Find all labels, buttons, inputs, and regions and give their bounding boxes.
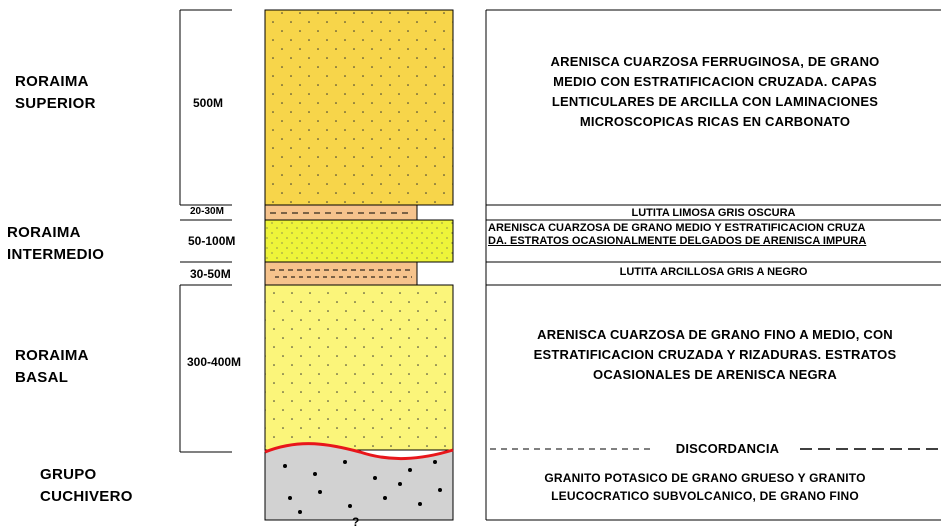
- group-basal-line2: BASAL: [15, 369, 69, 386]
- scale-bracket: [179, 9, 232, 453]
- description-intermedio: ARENISCA CUARZOSA DE GRANO MEDIO Y ESTRA…: [488, 222, 941, 248]
- desc-granito-line2: LEUCOCRATICO SUBVOLCANICO, DE GRANO FINO: [551, 489, 859, 503]
- group-label-cuchivero: GRUPO CUCHIVERO: [40, 464, 133, 508]
- desc-superior-line1: ARENISCA CUARZOSA FERRUGINOSA, DE GRANO: [550, 54, 880, 69]
- group-superior-line1: RORAIMA: [15, 73, 89, 90]
- layer-basal: [264, 284, 454, 451]
- base-question-mark: ?: [352, 515, 360, 529]
- desc-intermedio-line1: ARENISCA CUARZOSA DE GRANO MEDIO Y ESTRA…: [488, 222, 866, 234]
- description-lutita-arcillosa: LUTITA ARCILLOSA GRIS A NEGRO: [619, 266, 808, 278]
- desc-granito-line1: GRANITO POTASICO DE GRANO GRUESO Y GRANI…: [544, 471, 866, 485]
- thickness-superior: 500M: [193, 96, 224, 110]
- group-label-superior: RORAIMA SUPERIOR: [15, 71, 96, 115]
- desc-basal-line1: ARENISCA CUARZOSA DE GRANO FINO A MEDIO,…: [537, 327, 893, 342]
- group-label-basal: RORAIMA BASAL: [15, 345, 89, 389]
- description-box: [485, 9, 941, 521]
- thickness-basal: 300-400M: [187, 355, 242, 369]
- group-intermedio-line2: INTERMEDIO: [7, 246, 105, 263]
- granite-dots: [283, 460, 442, 514]
- group-cuchivero-line2: CUCHIVERO: [40, 488, 133, 505]
- group-cuchivero-line1: GRUPO: [40, 466, 97, 483]
- layer-lutita-arcillosa: [264, 261, 418, 286]
- thickness-lutita-limosa: 20-30M: [190, 206, 224, 217]
- desc-basal-line3: OCASIONALES DE ARENISCA NEGRA: [593, 367, 837, 382]
- discordance-line: [264, 442, 454, 460]
- desc-superior-line3: LENTICULARES DE ARCILLA CON LAMINACIONES: [551, 94, 879, 109]
- description-basal: ARENISCA CUARZOSA DE GRANO FINO A MEDIO,…: [495, 325, 935, 385]
- group-label-intermedio: RORAIMA INTERMEDIO: [7, 222, 104, 266]
- discordance-label: DISCORDANCIA: [675, 441, 780, 456]
- group-intermedio-line1: RORAIMA: [7, 224, 81, 241]
- description-lutita-limosa: LUTITA LIMOSA GRIS OSCURA: [631, 207, 796, 219]
- description-superior: ARENISCA CUARZOSA FERRUGINOSA, DE GRANO …: [500, 52, 930, 132]
- group-basal-line1: RORAIMA: [15, 347, 89, 364]
- thickness-intermedio: 50-100M: [188, 234, 236, 248]
- desc-superior-line2: MEDIO CON ESTRATIFICACION CRUZADA. CAPAS: [553, 74, 877, 89]
- desc-superior-line4: MICROSCOPICAS RICAS EN CARBONATO: [579, 114, 851, 129]
- desc-basal-line2: ESTRATIFICACION CRUZADA Y RIZADURAS. EST…: [533, 347, 897, 362]
- desc-intermedio-line2: DA. ESTRATOS OCASIONALMENTE DELGADOS DE …: [488, 235, 867, 247]
- layer-intermedio: [264, 219, 454, 263]
- layer-superior: [264, 9, 454, 206]
- thickness-lutita-arcillosa: 30-50M: [190, 267, 231, 281]
- group-superior-line2: SUPERIOR: [15, 95, 96, 112]
- description-granito: GRANITO POTASICO DE GRANO GRUESO Y GRANI…: [495, 469, 915, 505]
